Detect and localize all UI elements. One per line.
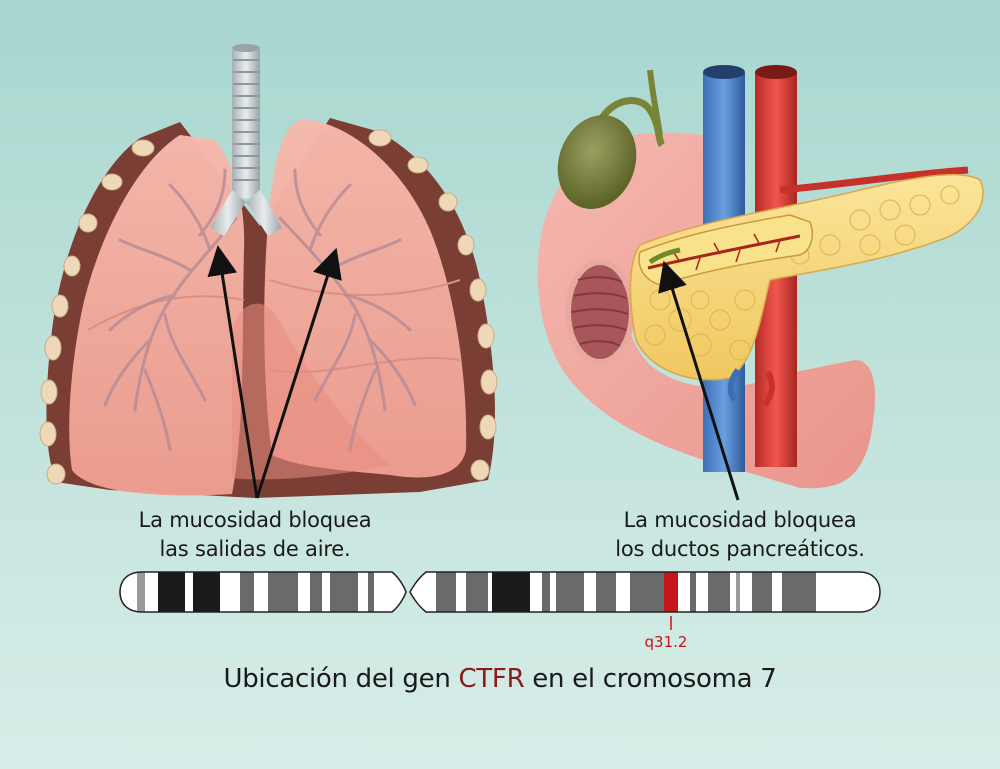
gene-name: CTFR	[458, 664, 525, 694]
footer-title: Ubicación del gen CTFR en el cromosoma 7	[0, 664, 1000, 694]
digestive-illustration	[537, 65, 984, 489]
trachea	[210, 44, 282, 236]
pointer-arrows	[207, 245, 740, 501]
lungs-caption: La mucosidad bloquea las salidas de aire…	[95, 506, 415, 564]
arrow-right-bronchus	[255, 247, 342, 499]
pancreas-caption-line1: La mucosidad bloquea	[623, 508, 857, 532]
lungs-illustration	[39, 44, 498, 498]
gallbladder	[557, 115, 637, 209]
pancreas-caption: La mucosidad bloquea los ductos pancreát…	[560, 506, 920, 564]
bronchial-tree	[103, 168, 417, 452]
footer-suffix: en el cromosoma 7	[524, 664, 777, 694]
lungs-caption-line2: las salidas de aire.	[159, 537, 351, 561]
arrow-pancreatic-duct	[658, 260, 740, 501]
ctfr-band-q31-2	[664, 572, 678, 612]
pancreas	[629, 173, 984, 381]
heart-shadow	[232, 303, 390, 480]
pancreas-caption-line2: los ductos pancreáticos.	[615, 537, 865, 561]
rib-nodes	[39, 129, 498, 485]
band-label: q31.2	[644, 633, 688, 651]
chromosome-7	[119, 571, 881, 630]
left-lung	[69, 135, 245, 496]
chromosome-bands	[137, 572, 816, 612]
lungs-caption-line1: La mucosidad bloquea	[138, 508, 372, 532]
gallbladder-duct	[599, 97, 666, 148]
footer-prefix: Ubicación del gen	[223, 664, 459, 694]
arrow-left-bronchus	[207, 245, 259, 499]
